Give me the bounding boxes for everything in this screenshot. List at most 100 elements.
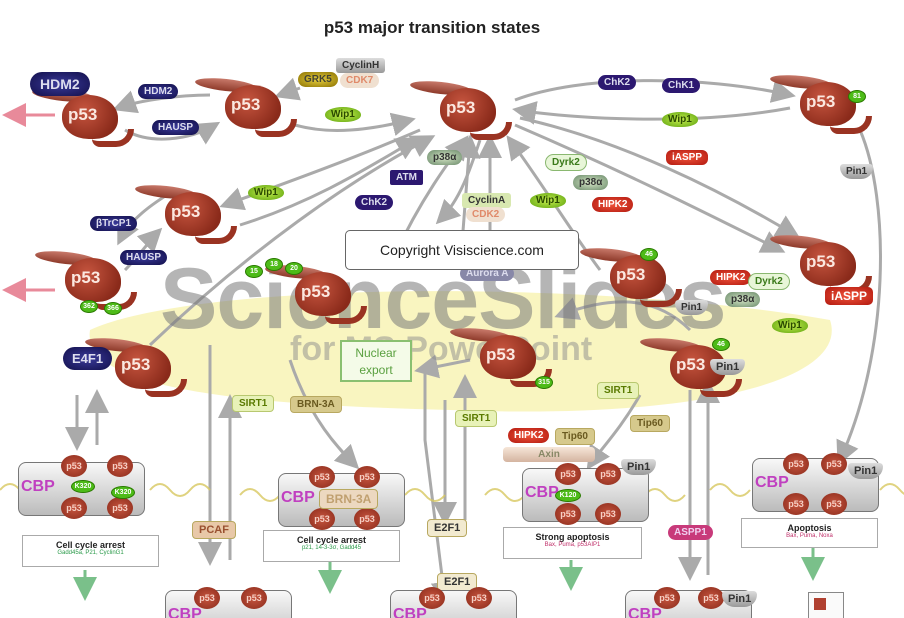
site-tag: 315 (535, 376, 553, 389)
copyright-notice: Copyright Visiscience.com (345, 230, 579, 270)
p53-label: p53 (446, 98, 476, 117)
p53-mini: p53 (783, 453, 809, 475)
site-tag: 20 (285, 262, 303, 275)
p53-mini: p53 (354, 508, 380, 530)
p53-state: p53 (134, 182, 237, 244)
nuclear-export-line1: Nuclear (355, 346, 397, 360)
p53-state: p53 (34, 248, 137, 310)
k320-tag: K320 (71, 480, 95, 493)
p53-mini: p53 (783, 493, 809, 515)
p38a-protein: p38α (573, 175, 609, 190)
p53-mini: p53 (107, 455, 133, 477)
p53-hdm2-bound: p53 (31, 85, 134, 147)
site-tag: 18 (265, 258, 283, 271)
site-tag: 46 (640, 248, 658, 261)
iaspp-protein: iASPP (666, 150, 709, 165)
p53-mini: p53 (194, 587, 220, 609)
dyrk2-protein: Dyrk2 (748, 273, 790, 290)
brn3a-protein: BRN-3A (290, 396, 342, 413)
outcome-title: Apoptosis (787, 523, 832, 533)
pin1-protein: Pin1 (710, 359, 746, 375)
p53-label: p53 (71, 268, 101, 287)
hipk2-protein: HIPK2 (592, 197, 634, 212)
nuclear-band (89, 291, 832, 412)
cbp-label: CBP (21, 478, 55, 495)
pin1-protein: Pin1 (848, 463, 884, 479)
outcome-title: Strong apoptosis (535, 532, 610, 542)
grk5-protein: GRK5 (298, 72, 338, 87)
cdk7-protein: CDK7 (340, 73, 380, 88)
p53-mini: p53 (466, 587, 492, 609)
chk2-protein: ChK2 (598, 75, 637, 90)
site-tag: 15 (245, 265, 263, 278)
p53-mini: p53 (821, 453, 847, 475)
wip1-protein: Wip1 (662, 112, 698, 127)
p53-state: p53 (579, 245, 682, 307)
wip1-protein: Wip1 (325, 107, 361, 122)
pin1-protein: Pin1 (840, 164, 874, 179)
outcome-title: Cell cycle arrest (296, 535, 367, 545)
site-tag: 46 (712, 338, 730, 351)
document-icon (808, 592, 844, 618)
outcome-genes: p21, 14-3-3σ, Gadd45 (301, 545, 362, 551)
p53-central: p53 (409, 78, 512, 140)
site-tag: 366 (104, 302, 122, 315)
p53-mini: p53 (821, 493, 847, 515)
hipk2-protein: HIPK2 (508, 428, 550, 443)
p53-label: p53 (171, 202, 201, 221)
atm-protein: ATM (390, 170, 423, 185)
brn3a-protein: BRN-3A (319, 489, 379, 509)
page-title: p53 major transition states (323, 18, 541, 37)
btrcp1-protein: βTrCP1 (90, 216, 138, 231)
chk2-protein: ChK2 (355, 195, 394, 210)
p53-mini: p53 (107, 497, 133, 519)
e4f1-protein: E4F1 (63, 347, 113, 370)
cbp-label: CBP (755, 474, 789, 491)
hdm2-protein: HDM2 (30, 72, 90, 96)
p53-label: p53 (231, 95, 261, 114)
p53-state: p53 (769, 232, 872, 294)
site-tag: 362 (80, 300, 98, 313)
p53-mini: p53 (241, 587, 267, 609)
tip60-protein: Tip60 (630, 415, 670, 432)
p53-mini: p53 (555, 463, 581, 485)
watermark-subtitle: for MS PowerPoint (290, 330, 593, 368)
p53-mini: p53 (354, 466, 380, 488)
outcome-title: Cell cycle arrest (55, 540, 126, 550)
outcome-genes: Bax, Puma, p53AIP1 (544, 542, 601, 548)
outcome-genes: Gadd45a, P21, CyclinG1 (57, 550, 124, 556)
axin-protein: Axin (503, 447, 595, 462)
p38a-protein: p38α (427, 150, 463, 165)
hipk2-protein: HIPK2 (710, 270, 752, 285)
p53-mini: p53 (61, 455, 87, 477)
p53-label: p53 (486, 345, 516, 364)
p53-mini: p53 (309, 508, 335, 530)
p53-state: p53 (769, 72, 872, 134)
pin1-protein: Pin1 (621, 459, 657, 475)
p53-mini: p53 (309, 466, 335, 488)
site-tag: 81 (848, 90, 866, 103)
cdk2-protein: CDK2 (466, 207, 506, 222)
tip60-protein: Tip60 (555, 428, 595, 445)
dyrk2-protein: Dyrk2 (545, 154, 587, 171)
cbp-label: CBP (281, 489, 315, 506)
p53-label: p53 (121, 355, 151, 374)
pin1-protein: Pin1 (675, 300, 709, 315)
wip1-protein: Wip1 (530, 193, 566, 208)
sirt1-protein: SIRT1 (232, 395, 275, 412)
sirt1-protein: SIRT1 (455, 410, 498, 427)
p53-mini: p53 (595, 463, 621, 485)
cyclinh-protein: CyclinH (336, 58, 386, 73)
